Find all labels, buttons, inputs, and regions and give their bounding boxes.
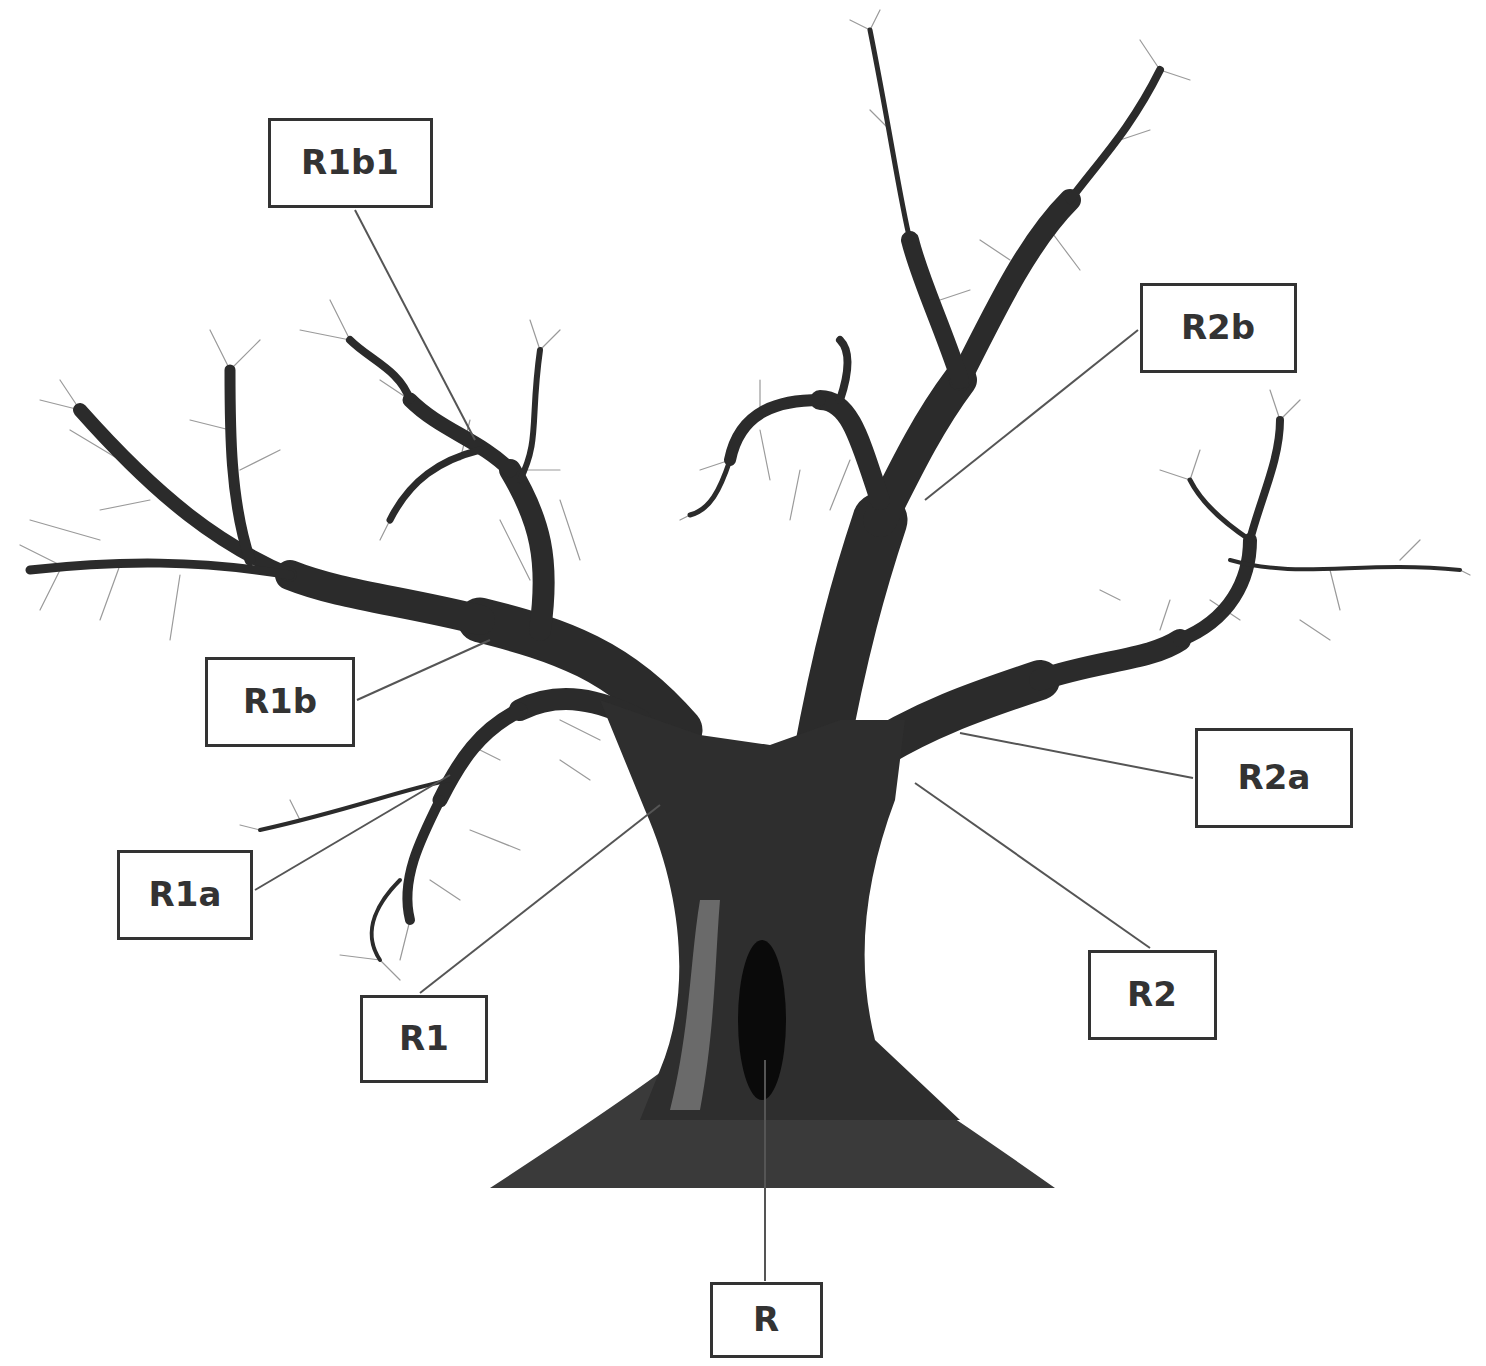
trunk-hollow [738, 940, 786, 1100]
haplogroup-label: R [753, 1301, 779, 1338]
haplogroup-box: R1a [117, 850, 253, 940]
haplogroup-label: R1 [399, 1020, 449, 1057]
haplogroup-label: R2a [1238, 759, 1311, 796]
leader-line [925, 330, 1138, 500]
leader-line [420, 805, 660, 993]
haplogroup-box: R2a [1195, 728, 1353, 828]
leader-line [355, 210, 475, 440]
haplogroup-label: R1b1 [301, 144, 399, 181]
leader-line [255, 775, 450, 890]
leader-line [357, 640, 490, 700]
haplogroup-label: R2 [1127, 976, 1177, 1013]
haplogroup-label: R1b [243, 683, 317, 720]
haplogroup-label: R2b [1181, 309, 1255, 346]
bark-highlight [670, 900, 720, 1110]
haplogroup-box: R2b [1140, 283, 1297, 373]
leader-line [960, 733, 1193, 778]
leader-line [915, 783, 1150, 948]
haplogroup-box: R1b [205, 657, 355, 747]
haplogroup-box: R1 [360, 995, 488, 1083]
trunk [600, 700, 960, 1120]
haplogroup-box: R [710, 1282, 823, 1358]
leader-line [764, 1060, 766, 1281]
haplogroup-label: R1a [149, 876, 222, 913]
leader-lines [255, 210, 1193, 1281]
haplogroup-box: R2 [1088, 950, 1217, 1040]
haplogroup-box: R1b1 [268, 118, 433, 208]
